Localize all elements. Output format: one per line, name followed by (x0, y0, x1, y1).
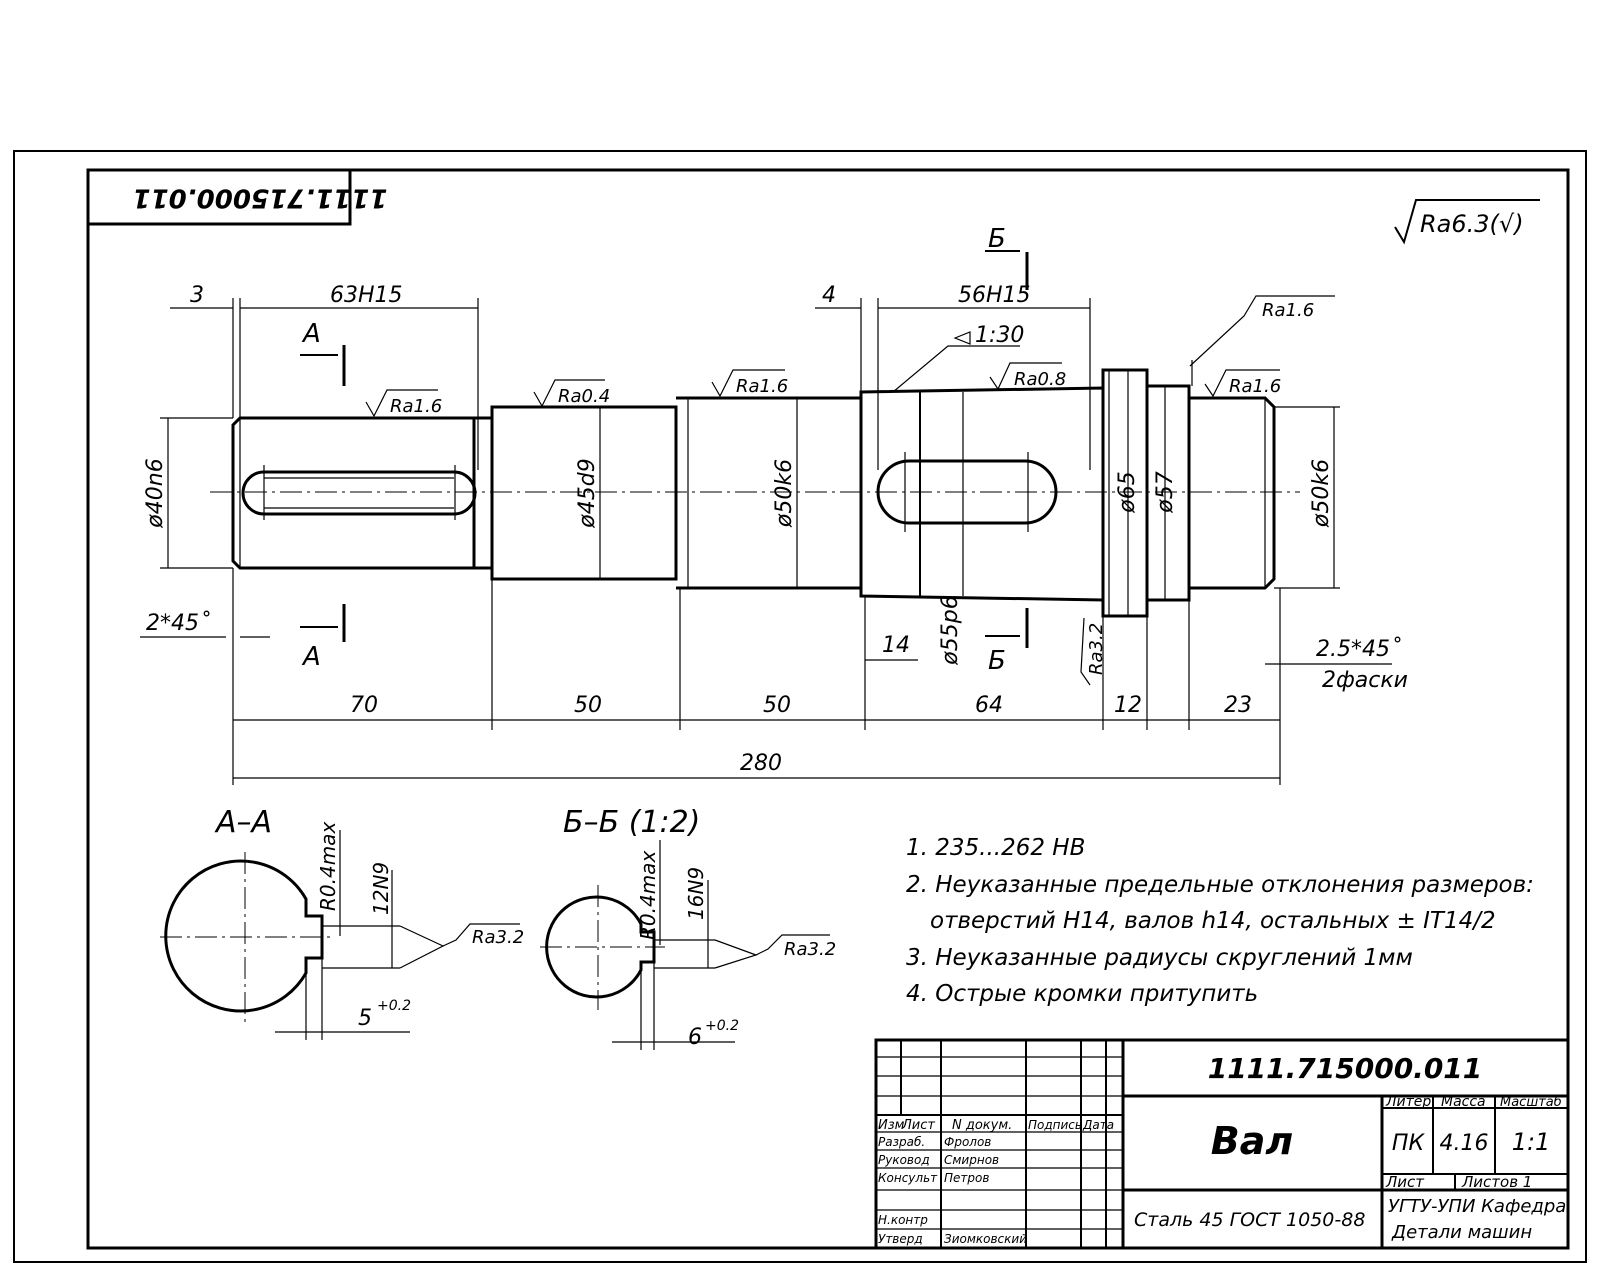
aa-ra: Ra3.2 (472, 927, 524, 948)
general-roughness-text: Ra6.3(√) (1420, 210, 1524, 238)
tb-utverd-label: Утверд (878, 1232, 923, 1246)
bb-radius: R0.4max (636, 851, 660, 940)
tb-org1: УГТУ-УПИ Кафедра (1388, 1196, 1566, 1217)
bb-width: 16N9 (684, 867, 708, 920)
section-markers: А А Б Б (300, 224, 1029, 676)
chamfer-dims: 2*45˚ 2.5*45˚ 2фаски 14 (140, 611, 1408, 693)
aa-radius: R0.4max (316, 822, 340, 911)
dim-12: 12 (1114, 693, 1142, 718)
dim-4: 4 (822, 283, 836, 308)
dim-phi40: ø40n6 (143, 458, 168, 528)
dim-50b: 50 (763, 693, 791, 718)
dim-63h15: 63H15 (330, 283, 403, 308)
tb-rukovod-name: Смирнов (944, 1153, 999, 1167)
tb-col-list: Лист (901, 1118, 935, 1133)
tb-nkontr-label: Н.контр (878, 1213, 928, 1227)
note-2b: отверстий H14, валов h14, остальных ± IT… (930, 908, 1496, 934)
ra16-c: Ra1.6 (1229, 376, 1281, 397)
diameter-dimensions: ø40n6 ø45d9 ø50k6 ø55p6 ø65 ø57 ø50k6 (143, 370, 1340, 666)
dim-70: 70 (350, 693, 378, 718)
bb-ra: Ra3.2 (784, 939, 836, 960)
tb-liter: ПК (1392, 1131, 1426, 1156)
top-stamp: 1111.715000.011 (88, 170, 388, 226)
tb-massa-label: Масса (1441, 1094, 1486, 1110)
ra16-b: Ra1.6 (736, 376, 788, 397)
general-roughness: Ra6.3(√) (1394, 199, 1540, 245)
top-stamp-code: 1111.715000.011 (133, 183, 388, 213)
tb-masshtab: 1:1 (1512, 1128, 1551, 1156)
section-aa: А–А 12N9 R0.4max Ra3.2 5 +0.2 (160, 805, 524, 1040)
note-2: 2. Неуказанные предельные отклонения раз… (906, 872, 1534, 898)
aa-tol: +0.2 (377, 998, 411, 1014)
dim-14: 14 (882, 633, 910, 658)
tb-code: 1111.715000.011 (1208, 1052, 1483, 1085)
section-a-top: А (301, 319, 321, 349)
tb-col-date: Дата (1082, 1118, 1114, 1132)
dim-ch2x45: 2*45˚ (146, 611, 210, 636)
dim-phi50b: ø50k6 (1309, 459, 1334, 528)
outer-frame (13, 150, 1587, 1263)
bb-tol: +0.2 (705, 1018, 739, 1034)
tb-razrab-label: Разраб. (878, 1135, 925, 1149)
tb-list-label: Лист (1385, 1173, 1425, 1191)
length-dimensions: 70 50 50 64 12 23 280 (232, 568, 1281, 785)
note-1: 1. 235...262 HB (906, 835, 1085, 861)
tb-col-ndoc: N докум. (952, 1118, 1012, 1133)
section-aa-title: А–А (214, 805, 272, 840)
dim-phi50: ø50k6 (772, 459, 797, 528)
dim-64: 64 (975, 693, 1003, 718)
section-bb: Б–Б (1:2) 16N9 R0.4max Ra3.2 6 +0.2 (540, 805, 836, 1050)
tb-org2: Детали машин (1391, 1222, 1532, 1243)
section-b-bottom: Б (988, 646, 1006, 676)
dim-phi45: ø45d9 (575, 458, 600, 528)
tb-razrab-name: Фролов (944, 1135, 991, 1149)
dim-50a: 50 (574, 693, 602, 718)
ra08: Ra0.8 (1014, 369, 1066, 390)
tb-name: Вал (1211, 1119, 1293, 1163)
tb-col-sign: Подпись (1028, 1118, 1082, 1132)
ra16-d: Ra1.6 (1262, 300, 1314, 321)
top-dimensions: 3 63H15 4 56H15 1:30 (170, 283, 1091, 470)
section-bb-title: Б–Б (1:2) (563, 805, 700, 840)
tb-masshtab-label: Масштаб (1500, 1095, 1562, 1110)
tb-liter-label: Литер (1385, 1094, 1431, 1110)
dim-taper: 1:30 (975, 323, 1024, 348)
roughness-marks: Ra1.6 Ra0.4 Ra1.6 Ra0.8 Ra1.6 Ra1.6 Ra3.… (365, 295, 1335, 686)
title-block: Изм Лист N докум. Подпись Дата Разраб. Ф… (874, 1038, 1570, 1250)
tb-col-izm: Изм (878, 1118, 905, 1133)
dim-phi55: ø55p6 (938, 595, 963, 665)
aa-depth: 5 (358, 1006, 372, 1031)
dim-23: 23 (1224, 693, 1252, 718)
section-b-top: Б (988, 224, 1006, 254)
section-a-bottom: А (301, 642, 321, 672)
aa-width: 12N9 (369, 862, 393, 915)
dim-56h15: 56H15 (958, 283, 1031, 308)
bb-depth: 6 (688, 1025, 702, 1050)
tb-konsult-label: Консульт (878, 1171, 938, 1185)
tb-utverd-name: Зиомковский (944, 1232, 1027, 1246)
note-4: 4. Острые кромки притупить (906, 981, 1258, 1007)
dim-ch25x45: 2.5*45˚ (1316, 637, 1401, 662)
dim-3: 3 (190, 283, 204, 308)
tb-konsult-name: Петров (944, 1171, 989, 1185)
note-3: 3. Неуказанные радиусы скруглений 1мм (906, 945, 1413, 971)
dim-280: 280 (740, 751, 782, 776)
ra32-side: Ra3.2 (1086, 623, 1107, 675)
shaft-body (231, 368, 1276, 618)
inner-frame (86, 168, 1570, 1250)
tb-listov-label: Листов 1 (1461, 1173, 1532, 1191)
dim-ch-count: 2фаски (1322, 668, 1408, 693)
tb-massa: 4.16 (1440, 1131, 1489, 1156)
tb-rukovod-label: Руковод (878, 1153, 930, 1167)
ra16-a: Ra1.6 (390, 396, 442, 417)
ra04: Ra0.4 (558, 386, 610, 407)
dim-phi57: ø57 (1153, 471, 1178, 513)
tb-material: Сталь 45 ГОСТ 1050-88 (1134, 1209, 1365, 1231)
dim-phi65: ø65 (1115, 471, 1140, 513)
technical-notes: 1. 235...262 HB 2. Неуказанные предельны… (906, 835, 1534, 1007)
